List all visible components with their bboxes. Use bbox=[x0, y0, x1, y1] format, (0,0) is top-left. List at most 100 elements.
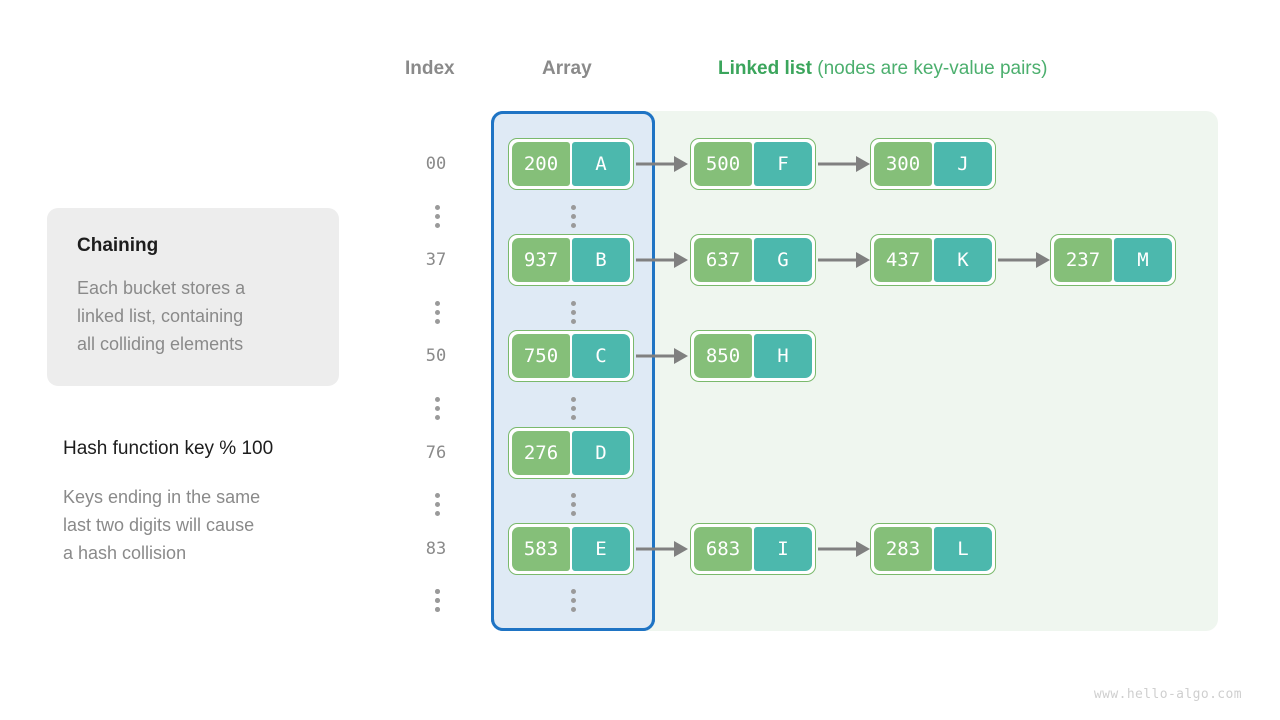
node-value: K bbox=[934, 238, 992, 282]
dot bbox=[434, 223, 440, 228]
link-arrow bbox=[818, 521, 870, 577]
bucket-index-label: 00 bbox=[425, 154, 447, 174]
hash-function-body: Keys ending in the same last two digits … bbox=[63, 487, 261, 563]
node-key: 237 bbox=[1054, 238, 1112, 282]
dot bbox=[570, 607, 576, 612]
node-value: A bbox=[572, 142, 630, 186]
hash-function-title: Hash function key % 100 bbox=[63, 438, 274, 459]
link-arrow bbox=[818, 232, 870, 288]
node-key: 500 bbox=[694, 142, 752, 186]
dot bbox=[434, 415, 440, 420]
dot bbox=[570, 397, 576, 402]
dot bbox=[434, 301, 440, 306]
bucket-index-label: 76 bbox=[425, 443, 447, 463]
dot bbox=[434, 502, 440, 507]
node-value: F bbox=[754, 142, 812, 186]
dot bbox=[570, 214, 576, 219]
dot bbox=[570, 319, 576, 324]
node-key: 583 bbox=[512, 527, 570, 571]
column-headers: Index Array Linked list (nodes are key-v… bbox=[0, 56, 1280, 90]
link-arrow bbox=[818, 136, 870, 192]
node-key: 200 bbox=[512, 142, 570, 186]
node-key: 276 bbox=[512, 431, 570, 475]
node-key: 637 bbox=[694, 238, 752, 282]
node-value: I bbox=[754, 527, 812, 571]
dot bbox=[434, 598, 440, 603]
dot bbox=[570, 589, 576, 594]
link-arrow bbox=[998, 232, 1050, 288]
bucket-index-label: 50 bbox=[425, 346, 447, 366]
chaining-info-card: Chaining Each bucket stores a linked lis… bbox=[47, 208, 339, 386]
node-key: 683 bbox=[694, 527, 752, 571]
node-key: 300 bbox=[874, 142, 932, 186]
dot bbox=[434, 205, 440, 210]
dot bbox=[434, 214, 440, 219]
link-arrow bbox=[636, 521, 688, 577]
link-arrow bbox=[636, 136, 688, 192]
ellipsis-dots bbox=[568, 205, 578, 228]
dot bbox=[434, 406, 440, 411]
dot bbox=[434, 607, 440, 612]
header-linked-list-strong: Linked list bbox=[718, 58, 812, 79]
ellipsis-dots bbox=[432, 397, 442, 420]
ellipsis-dots bbox=[432, 205, 442, 228]
chaining-body: Each bucket stores a linked list, contai… bbox=[77, 278, 246, 354]
dot bbox=[434, 493, 440, 498]
dot bbox=[434, 319, 440, 324]
bucket-index-label: 83 bbox=[425, 539, 447, 559]
ellipsis-dots bbox=[432, 589, 442, 612]
bucket-index-label: 37 bbox=[425, 250, 447, 270]
dot bbox=[570, 301, 576, 306]
node-key: 850 bbox=[694, 334, 752, 378]
header-linked-list-subtitle: (nodes are key-value pairs) bbox=[811, 58, 1048, 79]
header-array: Array bbox=[542, 58, 592, 79]
ellipsis-dots bbox=[568, 397, 578, 420]
node-value: J bbox=[934, 142, 992, 186]
dot bbox=[434, 511, 440, 516]
link-arrow bbox=[636, 328, 688, 384]
chaining-title: Chaining bbox=[77, 235, 159, 256]
node-value: G bbox=[754, 238, 812, 282]
dot bbox=[570, 406, 576, 411]
node-value: L bbox=[934, 527, 992, 571]
ellipsis-dots bbox=[568, 493, 578, 516]
node-key: 437 bbox=[874, 238, 932, 282]
dot bbox=[570, 493, 576, 498]
dot bbox=[570, 598, 576, 603]
dot bbox=[570, 205, 576, 210]
watermark: www.hello-algo.com bbox=[1093, 687, 1242, 702]
node-value: D bbox=[572, 431, 630, 475]
ellipsis-dots bbox=[568, 301, 578, 324]
link-arrow bbox=[636, 232, 688, 288]
dot bbox=[570, 310, 576, 315]
node-value: H bbox=[754, 334, 812, 378]
node-value: E bbox=[572, 527, 630, 571]
dot bbox=[570, 511, 576, 516]
dot bbox=[570, 415, 576, 420]
dot bbox=[570, 223, 576, 228]
node-value: B bbox=[572, 238, 630, 282]
ellipsis-dots bbox=[432, 301, 442, 324]
